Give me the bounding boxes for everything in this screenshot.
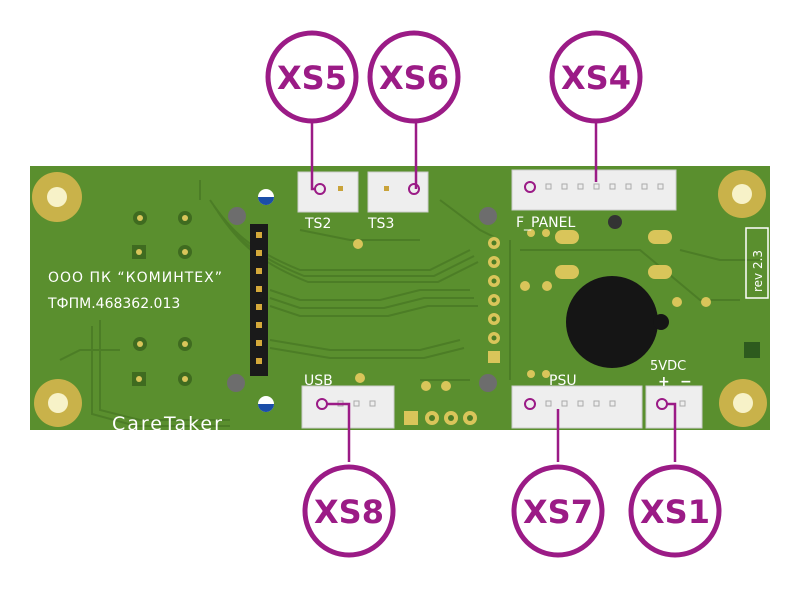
- component-pads: [132, 207, 760, 392]
- header-column: [487, 236, 501, 366]
- fiducial-markers: [258, 189, 274, 412]
- callout-xs4: XS4: [549, 30, 643, 124]
- callout-xs1-label: XS1: [640, 493, 710, 531]
- callout-xs7-label: XS7: [523, 493, 593, 531]
- pin-header: [250, 224, 268, 376]
- callout-xs4-label: XS4: [561, 59, 631, 97]
- callout-lines: [310, 118, 677, 462]
- minus-label: −: [680, 374, 692, 390]
- ts3-label: TS3: [367, 216, 394, 232]
- connector-psu: [511, 385, 643, 429]
- callout-xs5-label: XS5: [277, 59, 347, 97]
- callout-xs6: XS6: [367, 30, 461, 124]
- plus-label: +: [658, 374, 670, 390]
- callout-xs7: XS7: [511, 464, 605, 558]
- callout-xs1: XS1: [628, 464, 722, 558]
- revision-box: rev 2.3: [745, 227, 769, 299]
- brand-label: CareTaker: [112, 413, 224, 435]
- oval-pads: [555, 230, 672, 279]
- company-label: ООО ПК “КОМИНТЕХ”: [48, 270, 223, 286]
- buzzer: [566, 276, 669, 368]
- callout-xs5: XS5: [265, 30, 359, 124]
- connector-ts2: [297, 171, 359, 213]
- part-number-label: ТФПМ.468362.013: [47, 296, 180, 312]
- callout-xs8-label: XS8: [314, 493, 384, 531]
- mounting-holes: [32, 170, 767, 427]
- connector-f-panel: [511, 169, 677, 211]
- usb-label: USB: [304, 373, 333, 389]
- psu-label: PSU: [549, 373, 577, 389]
- f-panel-label: F_PANEL: [516, 215, 575, 231]
- ts2-label: TS2: [304, 216, 331, 232]
- callout-xs8: XS8: [302, 464, 396, 558]
- 5vdc-label: 5VDC: [650, 359, 686, 374]
- callout-xs6-label: XS6: [379, 59, 449, 97]
- connector-ts3: [367, 171, 429, 213]
- bottom-pads: [404, 411, 477, 425]
- revision-label: rev 2.3: [751, 250, 765, 292]
